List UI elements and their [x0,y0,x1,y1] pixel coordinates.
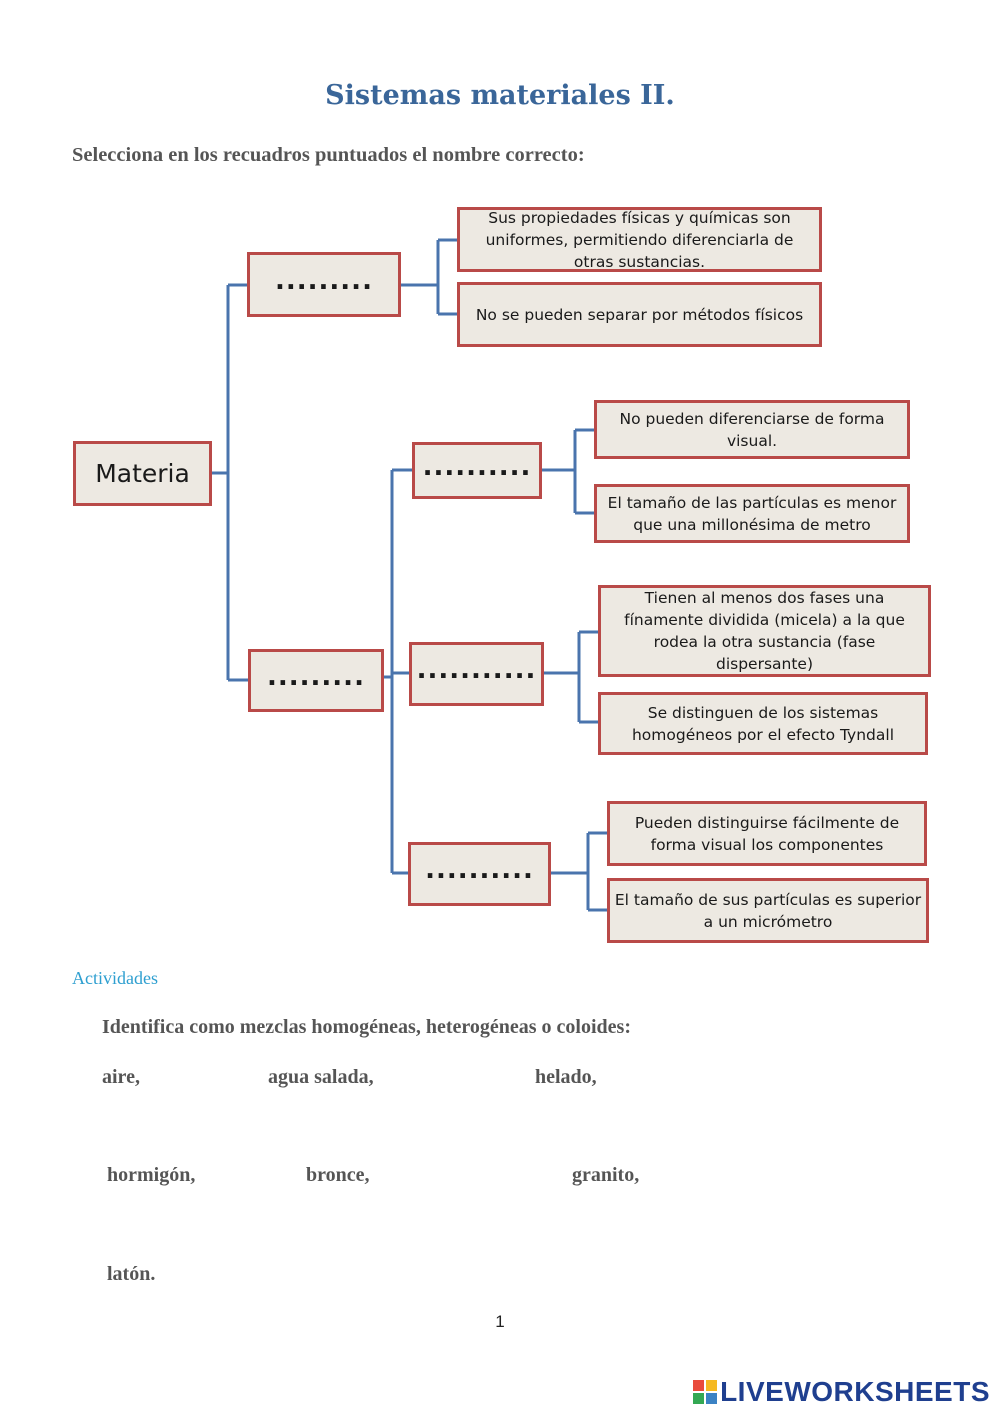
subtype-3-description-1: Pueden distinguirse fácilmente de forma … [607,801,927,866]
subtype-1-description-1: No pueden diferenciarse de forma visual. [594,400,910,459]
page-number: 1 [495,1312,505,1331]
activity-item-laton: latón. [107,1263,156,1285]
subtype-2-description-2: Se distinguen de los sistemas homogéneos… [598,692,928,755]
activity-item-hormigon: hormigón, [107,1164,196,1186]
subtype-2-description-1: Tienen al menos dos fases una fínamente … [598,585,931,677]
blank-box-subtype-1[interactable]: .......... [412,442,542,499]
activity-item-agua-salada: agua salada, [268,1066,374,1088]
connector-mid2 [543,630,600,724]
connector-top [400,238,459,316]
connector-mid1 [541,428,596,515]
connector-bottom [383,468,414,875]
top-description-2: No se pueden separar por métodos físicos [457,282,822,347]
materia-box: Materia [73,441,212,506]
activity-item-helado: helado, [535,1066,597,1088]
activity-item-bronce: bronce, [306,1164,370,1186]
brand-logo: LIVEWORKSHEETS [693,1376,990,1408]
blank-box-bottom[interactable]: ......... [248,649,384,712]
blank-box-subtype-2[interactable]: ........... [409,642,544,706]
activities-heading: Actividades [72,968,158,988]
blank-box-subtype-3[interactable]: .......... [408,842,551,906]
connector-root [211,283,249,682]
activity-question: Identifica como mezclas homogéneas, hete… [102,1016,631,1038]
activity-item-aire: aire, [102,1066,140,1088]
top-description-1: Sus propiedades físicas y químicas son u… [457,207,822,272]
subtype-1-description-2: El tamaño de las partículas es menor que… [594,484,910,543]
liveworksheets-icon [693,1380,718,1404]
subtype-3-description-2: El tamaño de sus partículas es superior … [607,878,929,943]
page-title: Sistemas materiales II. [325,80,675,111]
brand-text: LIVEWORKSHEETS [720,1376,990,1407]
blank-box-top[interactable]: ......... [247,252,401,317]
connector-lines [211,238,609,912]
activity-item-granito: granito, [572,1164,640,1186]
instruction-text: Selecciona en los recuadros puntuados el… [72,144,585,166]
connector-mid3 [550,831,609,912]
